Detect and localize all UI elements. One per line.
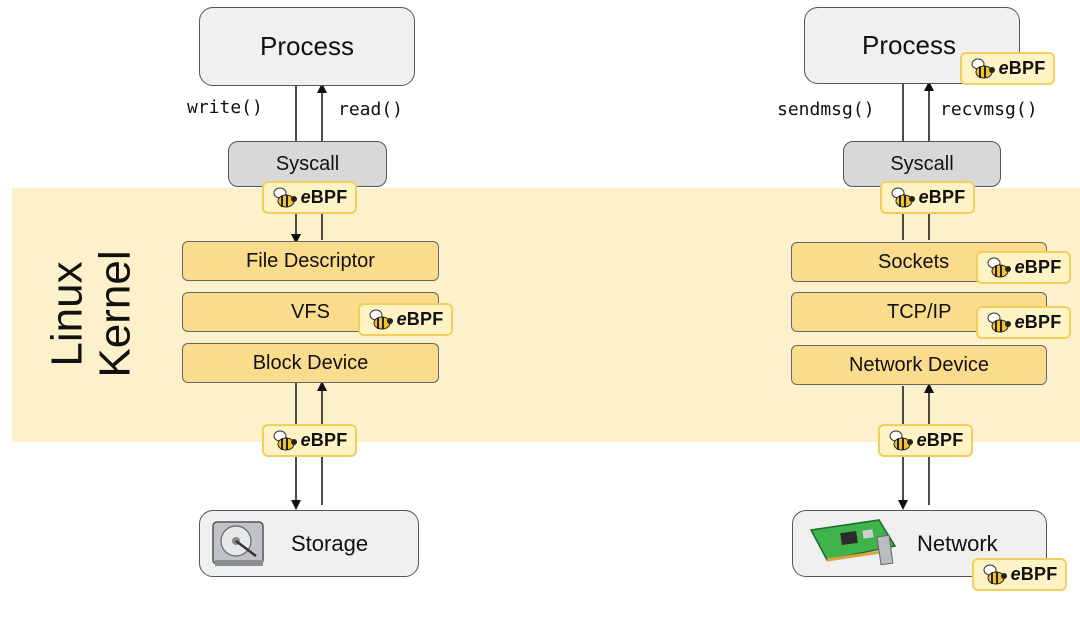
ebpf-suffix: BPF (926, 430, 964, 450)
bee-icon (983, 564, 1007, 584)
ebpf-suffix: BPF (1020, 564, 1058, 584)
network-layer-label: TCP/IP (887, 300, 952, 323)
network-process-box: Process (804, 7, 1020, 84)
bee-icon (891, 187, 915, 207)
bee-icon (889, 430, 913, 450)
storage-layer-label: Block Device (252, 351, 369, 374)
ebpf-suffix: BPF (1024, 312, 1062, 332)
ebpf-suffix: BPF (406, 309, 444, 329)
ebpf-badge-storage-syscall: eBPF (262, 181, 357, 214)
storage-device-box: Storage (199, 510, 419, 577)
network-device-label: Network (917, 530, 998, 556)
network-syscall-label: Syscall (890, 152, 954, 175)
storage-layer-file-descriptor: File Descriptor (182, 241, 439, 281)
bee-icon (369, 309, 393, 329)
bee-icon (273, 430, 297, 450)
storage-call-down-label: write() (187, 97, 263, 118)
network-card-icon (809, 518, 897, 565)
ebpf-badge-tcp-ip: eBPF (976, 306, 1071, 339)
storage-process-label: Process (260, 31, 354, 61)
ebpf-badge-network-process: eBPF (960, 52, 1055, 85)
ebpf-suffix: BPF (310, 187, 348, 207)
ebpf-prefix: e (300, 430, 311, 450)
ebpf-suffix: BPF (1024, 257, 1062, 277)
ebpf-badge-storage-device: eBPF (262, 424, 357, 457)
network-layer-network-device: Network Device (791, 345, 1047, 385)
storage-syscall-label: Syscall (275, 152, 340, 175)
ebpf-suffix: BPF (310, 430, 348, 450)
storage-call-up-label: read() (338, 99, 404, 120)
storage-device-label: Storage (291, 530, 369, 556)
ebpf-badge-sockets: eBPF (976, 251, 1071, 284)
bee-icon (971, 58, 995, 78)
bee-icon (987, 312, 1011, 332)
ebpf-prefix: e (916, 430, 927, 450)
network-process-label: Process (862, 30, 956, 60)
bee-icon (987, 257, 1011, 277)
network-call-down-label: sendmsg() (777, 99, 875, 120)
network-layer-label: Network Device (848, 353, 990, 376)
hard-drive-icon (212, 520, 264, 566)
ebpf-prefix: e (1014, 257, 1025, 277)
storage-layer-label: VFS (291, 300, 330, 323)
ebpf-suffix: BPF (1008, 58, 1046, 78)
bee-icon (273, 187, 297, 207)
ebpf-badge-network: eBPF (972, 558, 1067, 591)
storage-process-box: Process (199, 7, 415, 86)
network-call-up-label: recvmsg() (940, 99, 1038, 120)
ebpf-prefix: e (396, 309, 407, 329)
ebpf-badge-network-device: eBPF (878, 424, 973, 457)
ebpf-prefix: e (998, 58, 1009, 78)
storage-syscall-box: Syscall (228, 141, 387, 187)
ebpf-suffix: BPF (928, 187, 966, 207)
ebpf-prefix: e (1014, 312, 1025, 332)
ebpf-badge-network-syscall: eBPF (880, 181, 975, 214)
ebpf-prefix: e (918, 187, 929, 207)
storage-layer-block-device: Block Device (182, 343, 439, 383)
ebpf-prefix: e (1010, 564, 1021, 584)
ebpf-prefix: e (300, 187, 311, 207)
ebpf-badge-vfs: eBPF (358, 303, 453, 336)
network-layer-label: Sockets (878, 250, 950, 273)
storage-layer-label: File Descriptor (246, 249, 375, 272)
